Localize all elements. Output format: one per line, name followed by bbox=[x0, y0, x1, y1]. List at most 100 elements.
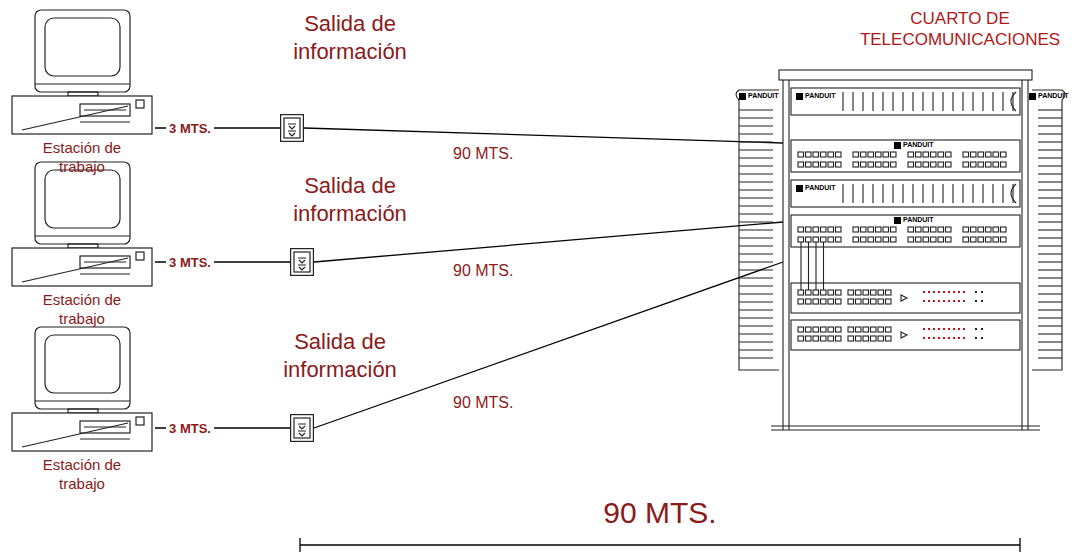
switch-jack bbox=[863, 299, 869, 304]
outlet-drawing bbox=[291, 249, 314, 276]
workstation-label: Estación de trabajo bbox=[32, 291, 132, 329]
panel-jack bbox=[978, 162, 984, 167]
panel-jack bbox=[978, 227, 984, 232]
manager-slat bbox=[739, 117, 773, 118]
switch-jack bbox=[813, 327, 819, 332]
panel-finger bbox=[952, 92, 953, 111]
rack-drawing bbox=[736, 70, 1065, 430]
manager-slat bbox=[739, 125, 773, 126]
outlet-plate bbox=[291, 249, 314, 276]
manager-slat bbox=[1038, 261, 1062, 262]
panel-jack bbox=[908, 162, 914, 167]
cpu-detail bbox=[80, 273, 130, 274]
switch-jack bbox=[871, 299, 877, 304]
panel-jack bbox=[946, 227, 952, 232]
cpu-case bbox=[12, 96, 152, 134]
manager-slat bbox=[1038, 141, 1062, 142]
workstation: Estación de trabajo bbox=[10, 8, 155, 136]
panel-jack bbox=[868, 152, 874, 157]
switch-jack bbox=[813, 336, 819, 341]
manager-slat bbox=[1038, 253, 1062, 254]
cable-manager bbox=[736, 90, 779, 370]
cpu-detail bbox=[80, 121, 130, 122]
panel-jack bbox=[993, 152, 999, 157]
panel-jack bbox=[963, 227, 969, 232]
panel-finger bbox=[992, 92, 993, 111]
workstation-label: Estación de trabajo bbox=[32, 456, 132, 494]
panel-finger bbox=[842, 92, 843, 111]
switch-jack bbox=[836, 327, 842, 332]
switch-jack bbox=[798, 299, 804, 304]
patch-panel bbox=[791, 215, 1020, 247]
switch-jack bbox=[856, 327, 862, 332]
panel-finger bbox=[902, 184, 903, 203]
panel-jack bbox=[916, 237, 922, 242]
switch-jack bbox=[878, 327, 884, 332]
manager-slat bbox=[739, 341, 773, 342]
rack-base bbox=[771, 429, 1040, 430]
panel-jack bbox=[883, 162, 889, 167]
switch-jack bbox=[828, 299, 834, 304]
manager-slat bbox=[1038, 341, 1062, 342]
manager-slat bbox=[739, 317, 773, 318]
manager-slat bbox=[1038, 357, 1062, 358]
status-leds bbox=[923, 328, 965, 330]
panel-jack bbox=[938, 162, 944, 167]
status-leds bbox=[975, 337, 985, 339]
switch-jack bbox=[871, 290, 877, 295]
manager-slat bbox=[739, 253, 773, 254]
switch-jack bbox=[806, 336, 812, 341]
outlet-label: Salida de información bbox=[280, 10, 420, 65]
panel-jack bbox=[923, 152, 929, 157]
panel-finger bbox=[852, 184, 853, 203]
panel-jack bbox=[993, 227, 999, 232]
panel-jack bbox=[963, 237, 969, 242]
panel-finger bbox=[1002, 184, 1003, 203]
cpu-detail bbox=[80, 438, 130, 439]
cpu-case bbox=[12, 413, 152, 451]
manager-slat bbox=[739, 245, 773, 246]
manager-slat bbox=[739, 357, 773, 358]
manager-slat bbox=[1038, 117, 1062, 118]
logo-mark bbox=[1029, 93, 1036, 100]
manager-slat bbox=[1038, 349, 1062, 350]
computer-drawing bbox=[12, 327, 152, 451]
panel-jack bbox=[931, 227, 937, 232]
switch-jack bbox=[828, 327, 834, 332]
jack-symbol bbox=[288, 131, 296, 136]
switch-jack bbox=[798, 327, 804, 332]
panel-jack bbox=[798, 237, 804, 242]
manager-slat bbox=[1038, 301, 1062, 302]
outlet-plate bbox=[281, 115, 304, 142]
jack-symbol bbox=[298, 265, 306, 270]
panel-jack bbox=[868, 237, 874, 242]
panel-finger bbox=[872, 92, 873, 111]
panel-finger bbox=[922, 92, 923, 111]
switch-jack bbox=[856, 290, 862, 295]
dimension-label: 90 MTS. bbox=[560, 496, 760, 530]
panel-jack bbox=[836, 162, 842, 167]
drive-bay bbox=[80, 256, 130, 268]
switch-jack bbox=[813, 299, 819, 304]
information-outlet: Salida de información bbox=[290, 414, 314, 442]
monitor-chin bbox=[35, 83, 130, 84]
panel-jack bbox=[813, 162, 819, 167]
finger-panel bbox=[791, 88, 1020, 115]
manager-slat bbox=[739, 293, 773, 294]
power-button bbox=[136, 417, 144, 425]
manager-slat bbox=[1038, 149, 1062, 150]
panel-jack bbox=[861, 237, 867, 242]
switch-jack bbox=[878, 290, 884, 295]
manager-slat bbox=[739, 165, 773, 166]
switch-jack bbox=[806, 290, 812, 295]
panel-jack bbox=[821, 227, 827, 232]
manager-slat bbox=[1038, 173, 1062, 174]
panel-finger bbox=[992, 184, 993, 203]
manager-slat bbox=[1038, 245, 1062, 246]
panel-jack bbox=[828, 237, 834, 242]
panel-jack bbox=[1001, 162, 1007, 167]
switch-jack bbox=[828, 290, 834, 295]
switch-jack bbox=[836, 299, 842, 304]
switch-jack bbox=[871, 327, 877, 332]
logo-mark bbox=[796, 185, 803, 192]
